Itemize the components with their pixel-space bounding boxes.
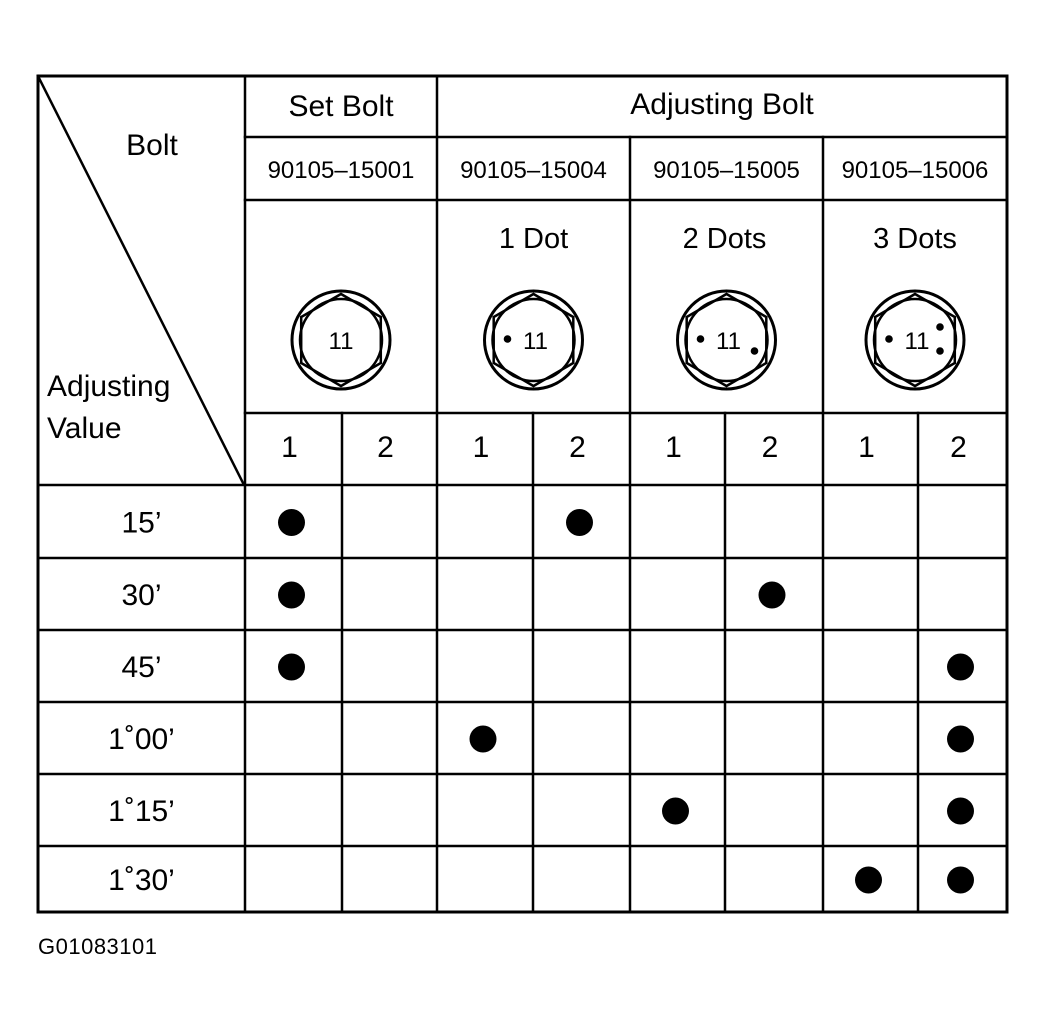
bolt-head-icon-2: 11 [483, 289, 584, 391]
subcolumn-header-7: 1 [858, 431, 875, 464]
bolt-head-hexagon [685, 292, 768, 388]
bolt-head-number: 11 [523, 328, 548, 355]
figure-id: G01083101 [38, 934, 158, 959]
row-label: 1˚30’ [108, 864, 175, 897]
bolt-head-icon-4: 11 [864, 289, 966, 391]
header-adjusting-bolt: Adjusting Bolt [630, 88, 814, 121]
subcolumn-header-2: 2 [377, 431, 394, 464]
table-border [36, 74, 1009, 914]
table-grid [36, 74, 1009, 914]
bolt-head-icon-1: 11 [290, 289, 392, 391]
row-label: 1˚15’ [108, 795, 175, 828]
corner-bolt-label: Bolt [126, 129, 178, 162]
selection-dot [278, 653, 305, 681]
row-label: 1˚00’ [108, 723, 175, 756]
selection-dot [947, 725, 974, 753]
selection-dot [469, 725, 497, 753]
bolt-head-number: 11 [716, 328, 741, 355]
subcolumn-header-3: 1 [473, 431, 490, 464]
bolt-head-hexagon [492, 292, 575, 388]
part-number-2: 90105–15004 [460, 157, 607, 184]
selection-dot [278, 581, 305, 609]
bolt-head-dot [885, 335, 893, 343]
bolt-head-dot [696, 335, 705, 343]
subcolumn-header-8: 2 [950, 431, 967, 464]
selection-dot [662, 797, 689, 825]
corner-value-label: Value [47, 412, 122, 445]
bolt-head-dot [750, 347, 759, 355]
bolt-head-hexagon [299, 292, 383, 388]
selection-dot [855, 866, 882, 894]
row-label: 15’ [121, 507, 161, 540]
selection-dot [947, 653, 974, 681]
subcolumn-header-6: 2 [762, 431, 779, 464]
bolt-head-number: 11 [329, 328, 354, 355]
selection-dot [566, 509, 593, 536]
marking-label-3: 2 Dots [683, 223, 767, 255]
part-number-3: 90105–15005 [653, 157, 800, 184]
corner-diagonal [36, 74, 245, 485]
bolt-head-number: 11 [905, 328, 930, 355]
bolt-head-hexagon [873, 292, 957, 388]
marking-label-4: 3 Dots [873, 223, 957, 255]
selection-marks [278, 509, 974, 894]
bolt-head-outer-circle [676, 289, 777, 391]
part-number-1: 90105–15001 [268, 157, 415, 184]
subcolumn-header-5: 1 [665, 431, 682, 464]
part-number-4: 90105–15006 [842, 157, 989, 184]
bolt-head-icon-3: 11 [676, 289, 777, 391]
row-label: 45’ [121, 651, 161, 684]
header-set-bolt: Set Bolt [288, 90, 394, 123]
row-label: 30’ [121, 579, 161, 612]
corner-adjusting-label: Adjusting [47, 370, 170, 403]
bolt-head-illustrations: 11 11 11 11 [290, 289, 966, 391]
selection-dot [947, 866, 974, 894]
selection-dot [947, 797, 974, 825]
selection-dot [278, 509, 305, 536]
bolt-head-dot [936, 323, 944, 331]
subcolumn-header-1: 1 [281, 431, 298, 464]
bolt-head-dot [936, 347, 944, 355]
bolt-head-outer-circle [483, 289, 584, 391]
subcolumn-header-4: 2 [569, 431, 586, 464]
marking-label-2: 1 Dot [499, 223, 568, 255]
bolt-head-dot [503, 335, 512, 343]
selection-dot [758, 581, 786, 609]
bolt-head-outer-circle [864, 289, 966, 391]
bolt-head-outer-circle [290, 289, 392, 391]
